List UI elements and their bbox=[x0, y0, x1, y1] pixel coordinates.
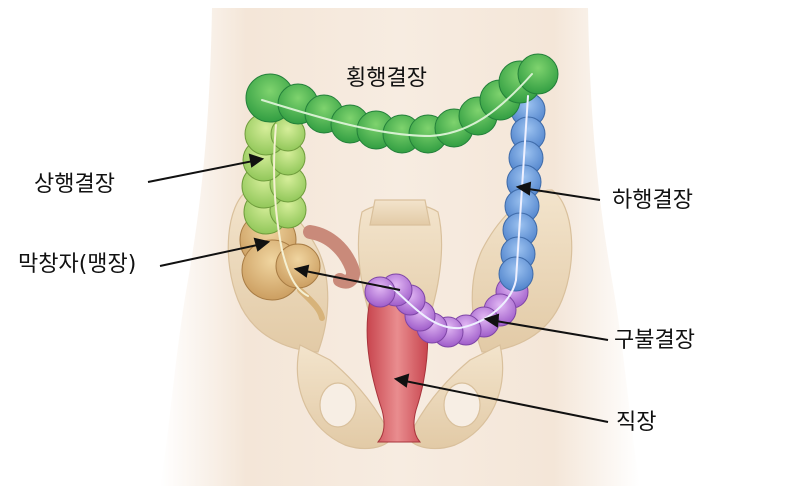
label-descending-colon: 하행결장 bbox=[612, 188, 693, 213]
rectum-shape bbox=[366, 299, 429, 443]
label-transverse-colon: 횡행결장 bbox=[346, 66, 427, 91]
label-rectum: 직장 bbox=[616, 410, 657, 435]
pointer-rectum bbox=[399, 379, 609, 423]
ileum-segment bbox=[303, 225, 360, 289]
label-ascending-colon: 상행결장 bbox=[34, 172, 115, 197]
sigmoid-colon-shape bbox=[364, 273, 529, 348]
pointer-descending-head bbox=[515, 181, 532, 196]
spine-vertebra bbox=[369, 199, 431, 226]
label-cecum: 막창자(맹장) bbox=[18, 252, 137, 277]
pointer-ascending-head bbox=[248, 153, 265, 168]
pointer-descending bbox=[521, 187, 601, 201]
left-obturator bbox=[319, 382, 357, 428]
pointer-lines bbox=[147, 153, 609, 423]
pointer-cecum-inner bbox=[299, 269, 401, 291]
label-sigmoid-colon: 구불결장 bbox=[614, 328, 695, 353]
taenia-bands bbox=[261, 73, 533, 330]
pointer-sigmoid-head bbox=[483, 313, 500, 328]
pointer-ascending bbox=[147, 159, 259, 183]
pointer-sigmoid bbox=[489, 319, 609, 341]
pointer-rectum-head bbox=[393, 373, 410, 388]
pointer-cecum-inner-head bbox=[293, 264, 310, 278]
pointer-cecum-head bbox=[253, 237, 271, 252]
pointer-cecum bbox=[159, 243, 263, 267]
